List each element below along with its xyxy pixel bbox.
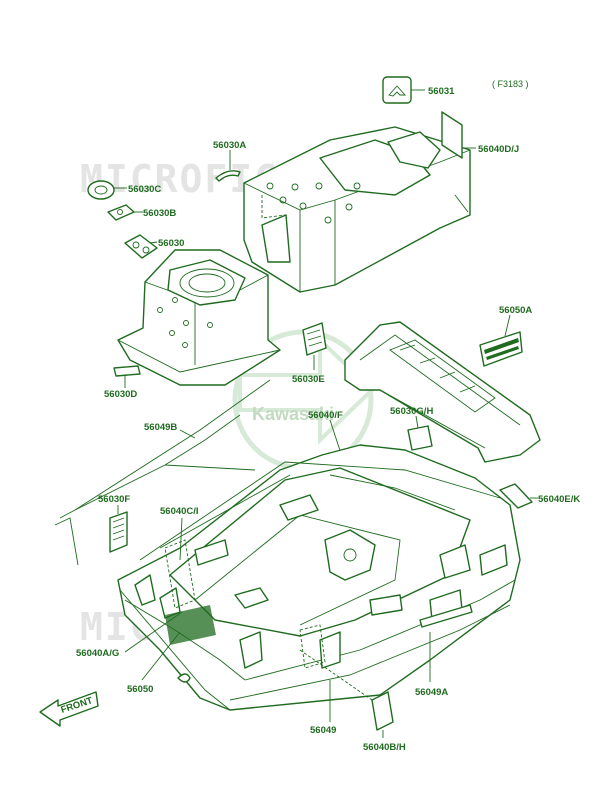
upper-cover bbox=[243, 126, 471, 293]
label-56030: 56030 bbox=[158, 238, 184, 249]
label-56030E: 56030E bbox=[292, 374, 325, 385]
bracket-56030B bbox=[107, 204, 143, 221]
sticker-56030E bbox=[302, 322, 327, 370]
label-56031: 56031 bbox=[428, 86, 455, 97]
plate-56040BH bbox=[299, 649, 394, 738]
side-rail-56050A bbox=[344, 314, 541, 463]
instrument-housing bbox=[117, 249, 281, 386]
label-56030B: 56030B bbox=[143, 208, 176, 219]
label-56040BH: 56040B/H bbox=[363, 742, 406, 753]
logo-text: Kawasaki bbox=[252, 404, 334, 424]
plate-56040EK bbox=[499, 483, 538, 509]
leader-56040AG bbox=[124, 611, 183, 653]
label-56030F: 56030F bbox=[98, 494, 130, 505]
label-56030A: 56030A bbox=[213, 140, 246, 151]
plate-56030 bbox=[124, 234, 158, 259]
figure-code: ( F3183 ) bbox=[492, 79, 529, 89]
plate-56030GH bbox=[407, 415, 433, 451]
plate-56030F bbox=[109, 505, 128, 553]
label-56030D: 56030D bbox=[104, 389, 137, 400]
label-56049B: 56049B bbox=[144, 422, 177, 433]
label-56040DJ: 56040D/J bbox=[478, 144, 519, 155]
label-56050A: 56050A bbox=[499, 305, 532, 316]
label-56040CI: 56040C/I bbox=[160, 506, 199, 517]
seal-strip-56049B bbox=[54, 379, 271, 566]
sticker-56030D bbox=[113, 365, 141, 388]
front-arrow: FRONT bbox=[39, 691, 99, 727]
plate-56040DJ bbox=[441, 111, 476, 159]
emblem-56031 bbox=[382, 76, 425, 104]
leader-56040CI bbox=[179, 517, 183, 561]
leader-56050 bbox=[141, 631, 181, 681]
label-56049A: 56049A bbox=[415, 687, 448, 698]
main-hull bbox=[117, 444, 521, 711]
label-56040EK: 56040E/K bbox=[538, 494, 580, 505]
label-56030GH: 56030G/H bbox=[390, 406, 433, 417]
label-56040AG: 56040A/G bbox=[76, 648, 119, 659]
label-56049: 56049 bbox=[310, 725, 336, 736]
label-56050: 56050 bbox=[127, 684, 153, 695]
grommet-56030C bbox=[87, 180, 127, 200]
label-56040F: 56040/F bbox=[308, 410, 343, 421]
latch-56030A bbox=[215, 150, 241, 182]
label-56030C: 56030C bbox=[128, 184, 161, 195]
